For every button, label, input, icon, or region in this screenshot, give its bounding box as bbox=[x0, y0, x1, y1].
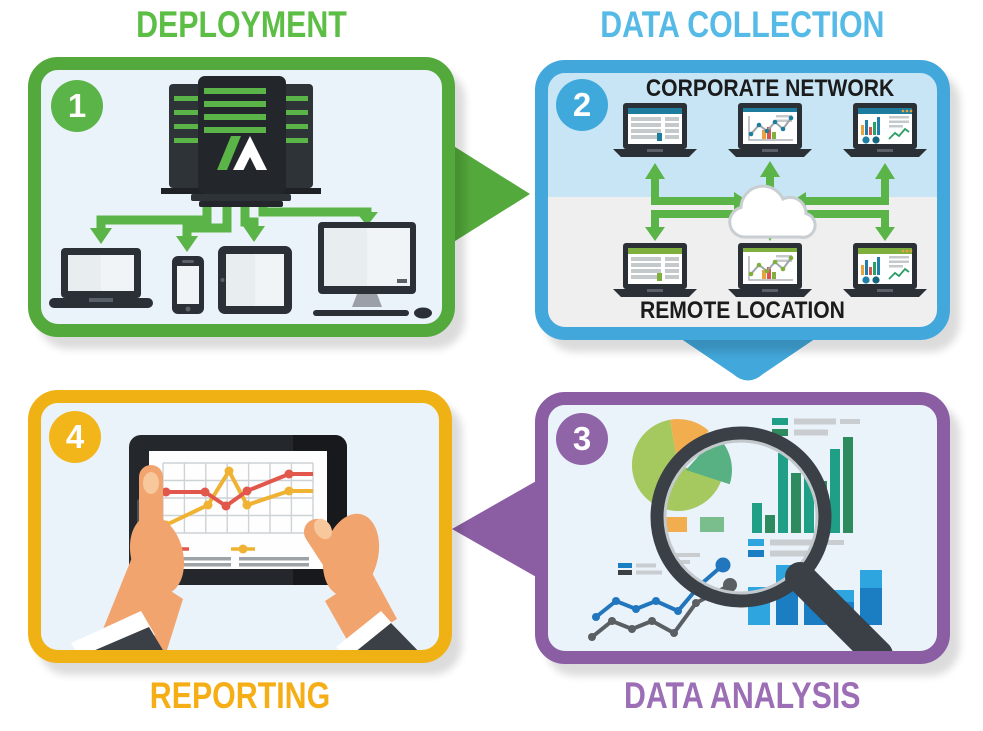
step4-badge: 4 bbox=[49, 411, 101, 463]
arrow-step2-to-step3 bbox=[668, 330, 828, 381]
deployment-illustration bbox=[49, 76, 432, 319]
step1-number: 1 bbox=[67, 87, 87, 124]
cloud-icon bbox=[728, 184, 817, 239]
teal-legend bbox=[772, 418, 860, 436]
step2-title-text: DATA COLLECTION bbox=[600, 4, 885, 45]
step4-title: REPORTING bbox=[28, 676, 452, 716]
step1-title-text: DEPLOYMENT bbox=[136, 4, 347, 45]
right-hand-icon bbox=[303, 513, 418, 650]
laptop-icon bbox=[49, 248, 153, 308]
tablet-icon bbox=[218, 246, 292, 314]
server-icon bbox=[161, 76, 321, 207]
blue-legend bbox=[748, 539, 844, 557]
server-logo-icon bbox=[217, 136, 267, 170]
smartphone-icon bbox=[172, 256, 204, 314]
laptop-spreadsheet-corporate-icon bbox=[613, 103, 697, 157]
reporting-illustration bbox=[71, 435, 418, 650]
laptop-dashboard-corporate-icon bbox=[843, 103, 927, 158]
panel-deployment: 1 bbox=[28, 57, 455, 337]
arrow-step3-to-step4 bbox=[452, 480, 538, 578]
step3-number: 3 bbox=[572, 420, 592, 457]
gray-line-chart-icon bbox=[588, 578, 737, 641]
remote-location-text: REMOTE LOCATION bbox=[640, 297, 845, 324]
arrow-step1-to-step2 bbox=[444, 140, 530, 248]
step4-title-text: REPORTING bbox=[149, 675, 331, 716]
panel-data-analysis: 3 bbox=[535, 392, 950, 664]
data-collection-illustration bbox=[613, 103, 927, 298]
right-arrow-icon bbox=[444, 140, 530, 248]
panel-reporting: 4 bbox=[28, 390, 452, 663]
panel-data-collection: 2 CORPORATE NETWORK REMOTE LOCATION bbox=[535, 60, 950, 340]
corporate-network-text: CORPORATE NETWORK bbox=[646, 75, 895, 102]
step4-number: 4 bbox=[65, 418, 85, 455]
corporate-network-label: CORPORATE NETWORK bbox=[604, 75, 937, 103]
data-analysis-illustration bbox=[588, 418, 893, 651]
laptop-linechart-remote-icon bbox=[728, 243, 812, 298]
report-text-lines bbox=[161, 557, 309, 567]
step3-title: DATA ANALYSIS bbox=[535, 676, 950, 716]
step2-badge: 2 bbox=[556, 79, 608, 131]
laptop-linechart-corporate-icon bbox=[728, 103, 812, 158]
step1-badge: 1 bbox=[51, 80, 103, 132]
laptop-spreadsheet-remote-icon bbox=[613, 243, 697, 297]
magnifying-glass-icon bbox=[650, 426, 893, 651]
left-hand-icon bbox=[71, 465, 185, 650]
deployment-arrowheads bbox=[90, 212, 378, 252]
down-arrow-icon bbox=[668, 330, 828, 381]
step1-title: DEPLOYMENT bbox=[28, 5, 455, 45]
step3-title-text: DATA ANALYSIS bbox=[624, 675, 861, 716]
desktop-computer-icon bbox=[313, 222, 432, 319]
step3-badge: 3 bbox=[556, 413, 608, 465]
remote-location-label: REMOTE LOCATION bbox=[548, 297, 937, 325]
step2-number: 2 bbox=[572, 86, 592, 123]
laptop-dashboard-remote-icon bbox=[843, 243, 927, 298]
left-arrow-icon bbox=[452, 480, 538, 578]
red-line-series bbox=[161, 469, 313, 511]
step2-title: DATA COLLECTION bbox=[535, 5, 950, 45]
